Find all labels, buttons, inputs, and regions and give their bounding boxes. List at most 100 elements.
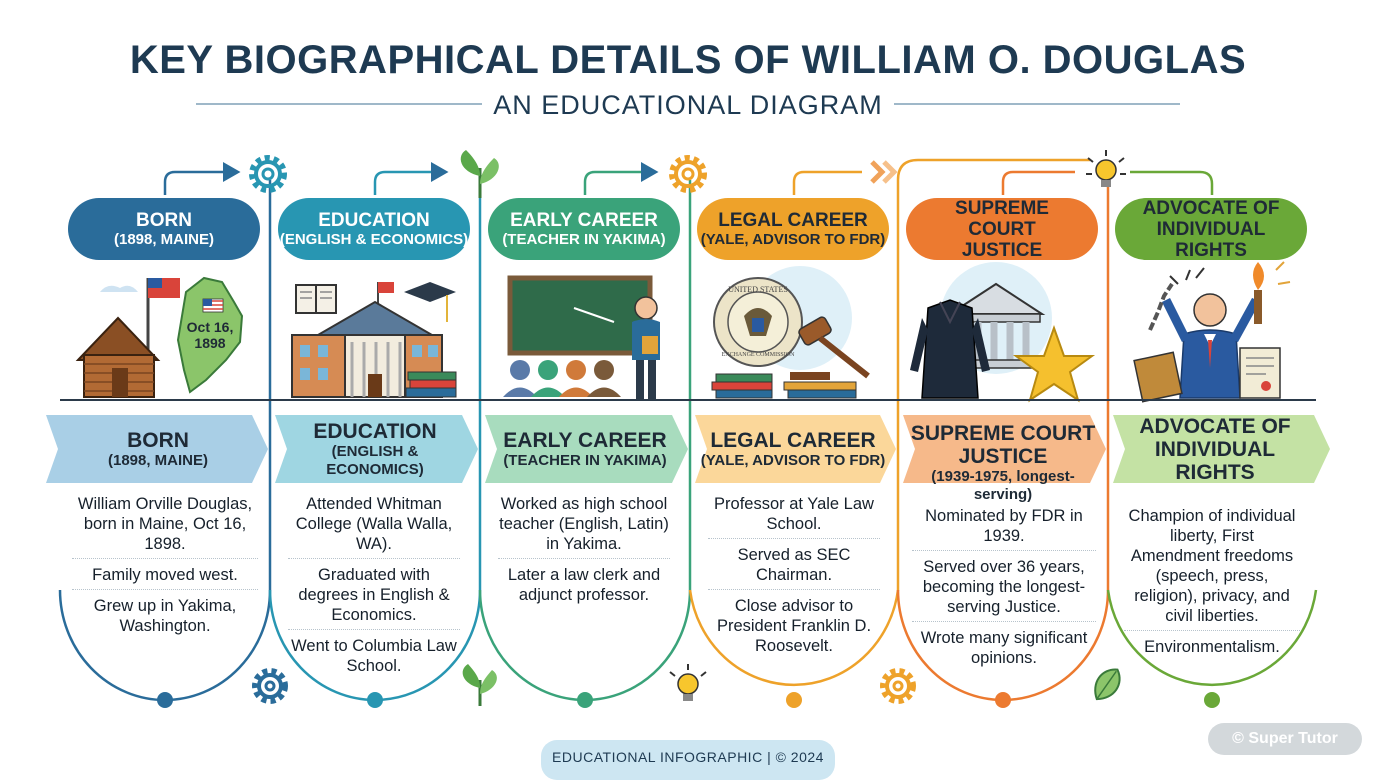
- stage-pill-born: BORN (1898, MAINE): [68, 198, 260, 260]
- stage-band-supreme-court: SUPREME COURT JUSTICE (1939-1975, longes…: [910, 422, 1096, 503]
- leaf-icon: [462, 664, 497, 706]
- timeline-dot: [157, 692, 173, 708]
- stage-details-legal-career: Professor at Yale Law School. Served as …: [708, 494, 880, 666]
- stage-band-title: EDUCATION: [313, 419, 437, 443]
- sec-seal-illustration: UNITED STATES EXCHANGE COMMISSION: [713, 266, 852, 370]
- band-shape-born: [46, 415, 268, 483]
- detail-item: Environmentalism.: [1144, 638, 1280, 656]
- timeline-dot: [1204, 692, 1220, 708]
- detail-item: Went to Columbia Law School.: [291, 637, 457, 675]
- chevrons-icon: [870, 160, 898, 184]
- gear-icon: [252, 668, 288, 704]
- connector-line: [1130, 170, 1214, 195]
- stage-band-subtitle: (1939-1975, longest-serving): [931, 468, 1075, 503]
- stage-band-title: BORN: [127, 428, 189, 452]
- detail-item: Professor at Yale Law School.: [708, 494, 880, 539]
- person-broken-chains-illustration: [1133, 261, 1291, 403]
- detail-item: Close advisor to President Franklin D. R…: [716, 597, 872, 655]
- stage-details-early-career: Worked as high school teacher (English, …: [498, 494, 670, 615]
- stage-band-legal-career: LEGAL CAREER (YALE, ADVISOR TO FDR): [700, 415, 886, 483]
- detail-item: Family moved west.: [72, 565, 258, 590]
- detail-item: Later a law clerk and adjunct professor.: [507, 566, 661, 604]
- timeline-dot: [367, 692, 383, 708]
- stage-pill-advocate: ADVOCATE OF INDIVIDUAL RIGHTS: [1115, 197, 1307, 261]
- detail-item: Graduated with degrees in English & Econ…: [288, 565, 460, 630]
- frame-legal-career: [688, 158, 1090, 687]
- stage-pill-title: LEGAL CAREER: [718, 209, 868, 231]
- judge-robe-illustration: [910, 299, 990, 399]
- stage-band-subtitle: (YALE, ADVISOR TO FDR): [700, 451, 886, 469]
- connector-arrow: [373, 162, 449, 195]
- chalkboard-illustration: [503, 275, 660, 400]
- lightbulb-icon: [1086, 150, 1126, 187]
- title-divider-left: [196, 103, 482, 105]
- stage-details-advocate: Champion of individual liberty, First Am…: [1124, 506, 1300, 667]
- stage-band-advocate: ADVOCATE OF INDIVIDUAL RIGHTS: [1120, 414, 1310, 484]
- page-subtitle: AN EDUCATIONAL DIAGRAM: [493, 90, 883, 120]
- gear-icon: [249, 155, 287, 193]
- stage-band-born: BORN (1898, MAINE): [60, 415, 256, 483]
- stage-band-title: SUPREME COURT JUSTICE: [910, 422, 1096, 468]
- detail-item: Grew up in Yakima, Washington.: [93, 597, 237, 635]
- stage-details-supreme-court: Nominated by FDR in 1939. Served over 36…: [912, 506, 1096, 678]
- timeline-dot: [577, 692, 593, 708]
- detail-item: Served over 36 years, becoming the longe…: [912, 557, 1096, 622]
- stage-pill-legal-career: LEGAL CAREER (YALE, ADVISOR TO FDR): [697, 198, 889, 260]
- leaf-icon: [1094, 668, 1121, 701]
- stage-pill-title: EARLY CAREER: [510, 209, 658, 231]
- title-divider-right: [894, 103, 1180, 105]
- stage-pill-title: EDUCATION: [318, 209, 430, 231]
- stage-pill-subtitle: (YALE, ADVISOR TO FDR): [700, 230, 886, 248]
- lightbulb-icon: [669, 664, 707, 701]
- stage-pill-subtitle: (1898, MAINE): [113, 230, 215, 248]
- stage-pill-title: BORN: [136, 209, 192, 231]
- map-date-label: Oct 16,: [187, 319, 234, 335]
- page-title: KEY BIOGRAPHICAL DETAILS OF WILLIAM O. D…: [129, 38, 1247, 82]
- stage-band-title: LEGAL CAREER: [710, 428, 876, 452]
- detail-item: Nominated by FDR in 1939.: [912, 506, 1096, 551]
- band-shape-supreme-court: [903, 415, 1106, 483]
- stage-band-education: EDUCATION (ENGLISH & ECONOMICS): [282, 415, 468, 483]
- timeline-dot: [995, 692, 1011, 708]
- stage-band-subtitle: (ENGLISH & ECONOMICS): [326, 442, 424, 478]
- log-cabin-illustration: [75, 278, 180, 398]
- detail-item: Wrote many significant opinions.: [920, 629, 1088, 667]
- books-illustration: [711, 373, 857, 399]
- stage-pill-early-career: EARLY CAREER (TEACHER IN YAKIMA): [488, 198, 680, 260]
- stage-pill-education: EDUCATION (ENGLISH & ECONOMICS): [278, 198, 470, 260]
- stage-band-subtitle: (1898, MAINE): [107, 451, 209, 469]
- connector-arrow: [583, 162, 659, 195]
- gavel-illustration: [790, 316, 870, 380]
- detail-item: Served as SEC Chairman.: [708, 545, 880, 590]
- stage-band-early-career: EARLY CAREER (TEACHER IN YAKIMA): [492, 415, 678, 483]
- stage-details-education: Attended Whitman College (Walla Walla, W…: [288, 494, 460, 686]
- connector-arrow: [163, 162, 241, 195]
- detail-item: Attended Whitman College (Walla Walla, W…: [288, 494, 460, 559]
- detail-item: Worked as high school teacher (English, …: [498, 494, 670, 559]
- stage-pill-title: ADVOCATE OF INDIVIDUAL RIGHTS: [1142, 197, 1280, 261]
- band-shape-legal-career: [695, 415, 896, 483]
- stage-pill-subtitle: (TEACHER IN YAKIMA): [502, 230, 666, 248]
- watermark: © Super Tutor: [1208, 723, 1362, 755]
- band-shape-advocate: [1113, 415, 1330, 483]
- detail-item: Champion of individual liberty, First Am…: [1124, 506, 1300, 631]
- college-building-illustration: [291, 282, 457, 398]
- stage-band-subtitle: (TEACHER IN YAKIMA): [503, 451, 667, 469]
- gear-icon: [669, 155, 707, 193]
- gear-icon: [880, 668, 916, 704]
- footer-label: EDUCATIONAL INFOGRAPHIC | © 2024: [541, 740, 835, 780]
- seal-text: UNITED STATES: [728, 285, 788, 294]
- connector-arrow: [1001, 170, 1075, 195]
- timeline-dot: [786, 692, 802, 708]
- star-icon: [1012, 325, 1096, 403]
- connector-arrow: [792, 170, 862, 195]
- map-date-label: 1898: [194, 335, 225, 351]
- stage-band-title: ADVOCATE OF INDIVIDUAL RIGHTS: [1139, 414, 1291, 484]
- maine-map-illustration: Oct 16, 1898: [176, 276, 244, 394]
- frame-advocate: [1106, 589, 1318, 687]
- leaf-icon: [460, 150, 499, 198]
- stage-pill-title: SUPREME COURT JUSTICE: [955, 197, 1049, 261]
- seal-text: EXCHANGE COMMISSION: [722, 352, 796, 358]
- stage-pill-subtitle: (ENGLISH & ECONOMICS): [279, 230, 469, 248]
